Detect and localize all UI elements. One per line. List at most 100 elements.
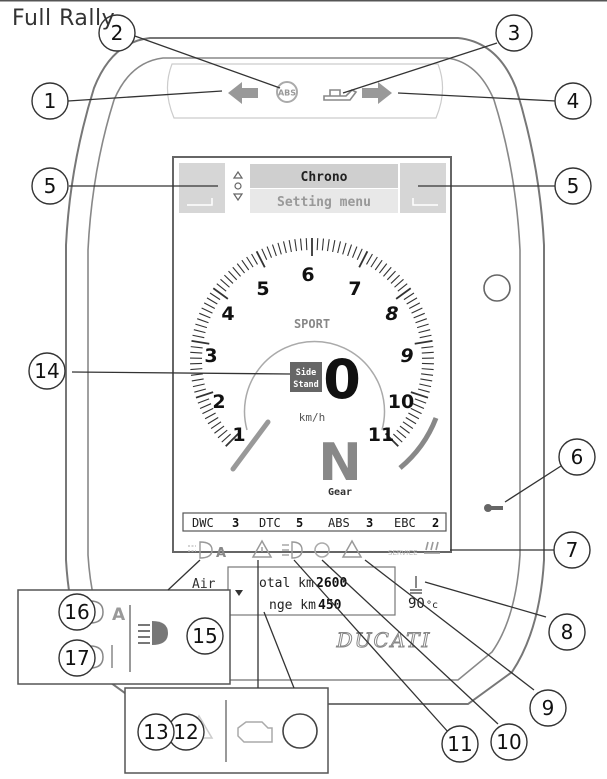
callout-number: 6: [571, 445, 584, 469]
callout-number: 11: [447, 732, 472, 756]
tach-tick: [421, 373, 434, 376]
tach-tick: [414, 340, 433, 345]
range-label: nge km: [269, 598, 316, 613]
callout-number: 10: [496, 730, 521, 754]
callout-number: 16: [64, 600, 89, 624]
callout-circle: [98, 14, 136, 52]
tach-tick: [192, 334, 205, 339]
tach-number: 8: [385, 303, 398, 325]
tach-tick: [236, 263, 246, 274]
coolant-temp-icon: [410, 576, 422, 594]
tach-tick: [416, 323, 429, 329]
tach-tick: [271, 244, 277, 257]
tach-tick: [277, 242, 282, 255]
callout-number: 8: [561, 620, 574, 644]
tach-tick: [326, 239, 330, 252]
total-label: otal km: [259, 576, 314, 591]
tach-tick: [195, 391, 214, 399]
status-row: [182, 512, 447, 532]
menu-setting-bar[interactable]: [250, 189, 398, 213]
tach-tick: [228, 270, 238, 281]
tach-number: 6: [301, 264, 314, 286]
tach-tick: [305, 238, 308, 251]
range-value: 450: [318, 598, 342, 613]
tach-tick: [421, 368, 434, 371]
callout-circle: [495, 14, 533, 52]
side-stand-line1: Side: [296, 367, 316, 378]
tach-tick: [199, 312, 211, 319]
callout-number: 12: [173, 720, 198, 744]
callout-circle: [28, 352, 66, 390]
gear-label: Gear: [328, 487, 352, 498]
dropdown-arrow-icon: [235, 590, 243, 596]
tach-tick: [294, 239, 298, 252]
tach-tick: [358, 250, 369, 268]
indicator-lens: [166, 63, 444, 119]
dwc-label: DWC: [192, 516, 214, 530]
abs-label: ABS: [328, 516, 350, 530]
tach-tick: [383, 266, 392, 277]
tach-tick: [412, 403, 425, 409]
menu-scroll-icon: [232, 170, 244, 202]
headlight-auto-icon: [199, 541, 213, 559]
tach-tick: [191, 378, 204, 382]
tach-number: 7: [348, 278, 361, 300]
general-warning-icon: [251, 539, 273, 558]
callout-number: 14: [34, 359, 59, 383]
tach-tick: [209, 292, 221, 301]
diagram-title: Full Rally: [12, 6, 116, 31]
tach-tick: [411, 307, 423, 314]
tach-tick: [332, 240, 336, 253]
side-stand-line2: Stand: [293, 380, 319, 390]
tach-tick: [194, 388, 207, 393]
callout-circle: [529, 689, 567, 727]
leader-lines: [67, 34, 562, 734]
callout-number: 5: [44, 174, 57, 198]
tachometer-ticks: [190, 238, 434, 447]
callout-circle: [558, 438, 596, 476]
oil-pressure-icon: [323, 89, 358, 101]
tach-tick: [394, 278, 404, 288]
speed-unit: km/h: [299, 411, 326, 424]
tach-tick: [190, 346, 203, 349]
callout-number: 15: [192, 624, 217, 648]
tach-tick: [356, 248, 363, 260]
tach-tick: [415, 318, 427, 324]
housing-button[interactable]: [483, 274, 511, 302]
tach-tick: [421, 346, 434, 349]
tach-tick: [220, 278, 230, 288]
inset-empty-lamp: [282, 713, 318, 749]
callout-number: 7: [566, 538, 579, 562]
tach-tick: [384, 432, 399, 447]
tach-tick: [351, 246, 358, 258]
info-panel: [227, 566, 396, 616]
callout-circle: [186, 617, 224, 655]
tach-tick: [241, 259, 250, 271]
tach-tick: [217, 429, 228, 439]
inset-mode-letter: A: [112, 605, 126, 625]
tach-tick: [261, 248, 268, 260]
total-value: 2600: [316, 576, 347, 591]
tach-tick: [386, 270, 396, 281]
tach-tick: [251, 253, 258, 265]
tach-tick: [410, 407, 422, 415]
tach-tick: [418, 329, 431, 334]
callout-circle: [58, 639, 96, 677]
tach-tick: [214, 425, 225, 434]
tach-tick: [378, 263, 388, 274]
callout-number: 3: [508, 21, 521, 45]
tach-tick: [410, 391, 429, 399]
tach-tick: [225, 432, 240, 447]
tach-tick: [212, 287, 229, 300]
menu-chrono-label: Chrono: [301, 170, 348, 185]
abs-warning-icon: [276, 81, 298, 103]
tach-tick: [282, 241, 287, 254]
tach-tick: [347, 244, 353, 257]
tach-tick: [216, 283, 227, 292]
tach-tick: [191, 340, 210, 345]
menu-chrono-bar[interactable]: [250, 164, 398, 188]
tach-tick: [316, 238, 319, 251]
riding-mode: SPORT: [294, 317, 330, 331]
callout-number: 9: [542, 696, 555, 720]
